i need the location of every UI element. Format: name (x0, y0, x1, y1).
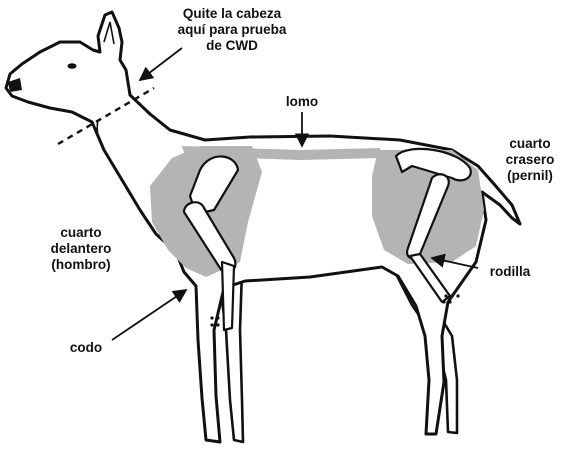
radius-bone (222, 262, 234, 330)
forequarter-label: cuarto delantero (hombro) (40, 225, 122, 273)
loin-label: lomo (280, 94, 324, 110)
elbow-arrow (112, 290, 186, 340)
elbow-label: codo (62, 340, 110, 356)
deer-eye (68, 63, 77, 69)
knee-label: rodilla (480, 264, 540, 280)
hindquarter-label: cuarto crasero (pernil) (498, 136, 562, 184)
head-removal-label: Quite la cabeza aquí para prueba de CWD (164, 6, 300, 54)
